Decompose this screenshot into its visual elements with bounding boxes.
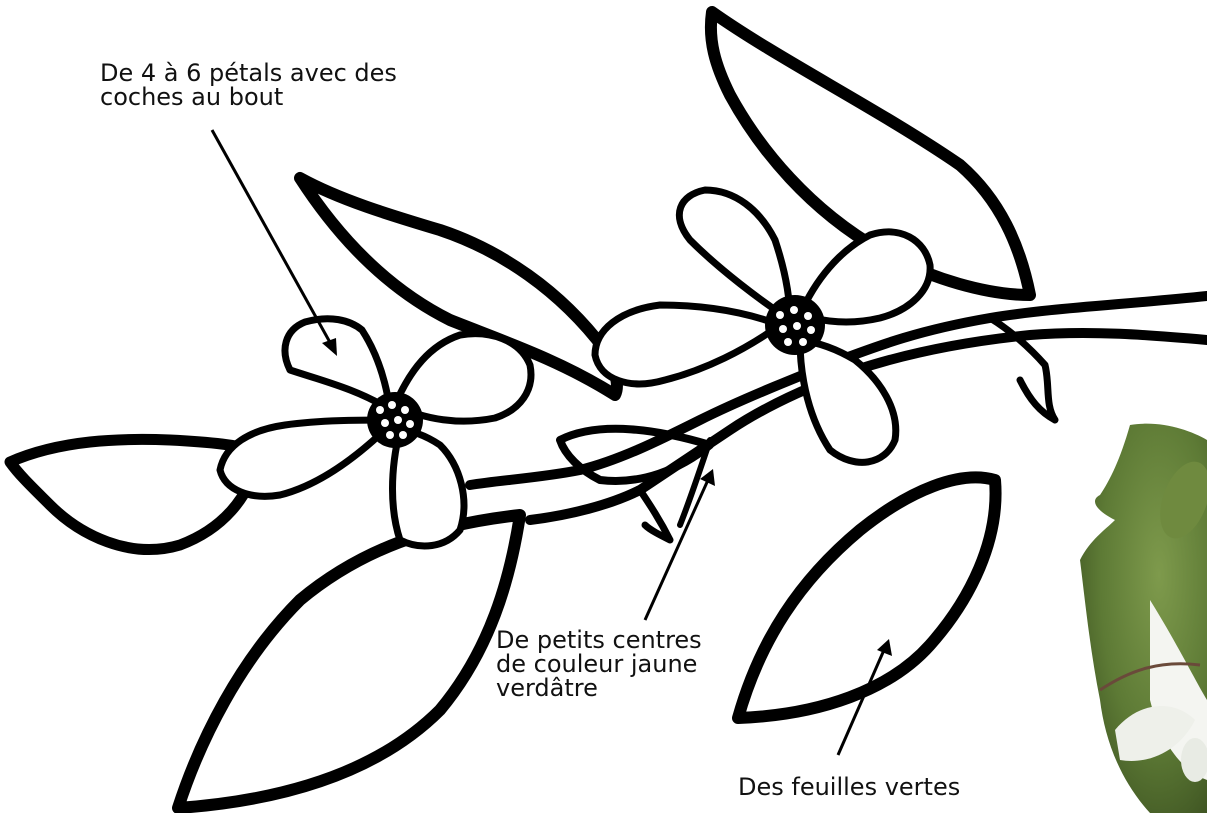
arrow-centers <box>645 480 708 620</box>
flower-center <box>595 190 930 462</box>
annotation-centers-line1: De petits centres <box>496 628 702 652</box>
annotation-centers: De petits centres de couleur jaune verdâ… <box>496 628 706 700</box>
dogwood-photo <box>1075 415 1207 813</box>
leaf-lower-left <box>178 515 520 808</box>
annotation-petals-line2: coches au bout <box>100 85 397 109</box>
annotation-centers-line2: de couleur jaune <box>496 652 702 676</box>
annotation-leaves: Des feuilles vertes <box>734 775 964 799</box>
flower-left <box>220 319 531 546</box>
annotation-petals-line1: De 4 à 6 pétals avec des <box>100 61 397 85</box>
leaf-lower-right <box>738 477 996 718</box>
annotation-petals: De 4 à 6 pétals avec des coches au bout <box>100 61 397 109</box>
annotation-centers-line3: verdâtre <box>496 676 702 700</box>
annotation-leaves-line1: Des feuilles vertes <box>738 775 960 799</box>
arrow-petals <box>212 130 332 346</box>
